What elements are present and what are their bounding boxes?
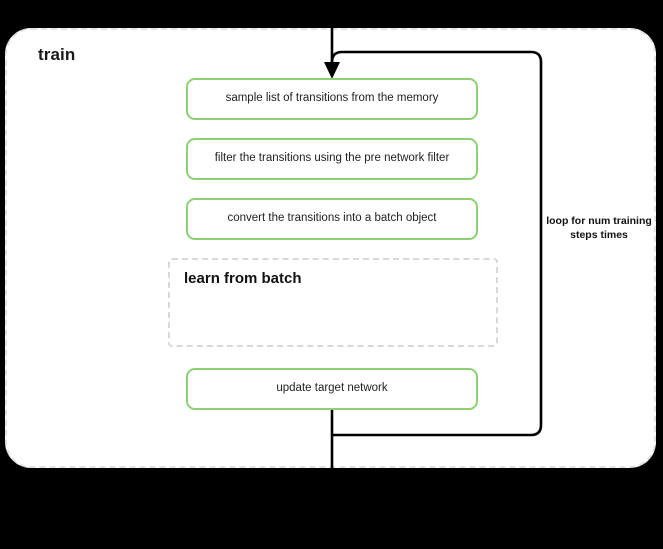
step-box-filter[interactable]: filter the transitions using the pre net… <box>186 138 478 180</box>
subgroup-learn-from-batch[interactable]: learn from batch <box>168 258 498 347</box>
subgroup-title-learn-from-batch: learn from batch <box>184 270 302 287</box>
step-label-update-target-network: update target network <box>276 382 388 395</box>
step-label-sample: sample list of transitions from the memo… <box>225 92 439 105</box>
step-label-convert: convert the transitions into a batch obj… <box>227 212 437 225</box>
step-box-update-target-network[interactable]: update target network <box>186 368 478 410</box>
step-label-filter: filter the transitions using the pre net… <box>214 152 450 165</box>
group-title-train: train <box>38 45 76 64</box>
step-box-convert[interactable]: convert the transitions into a batch obj… <box>186 198 478 240</box>
step-box-sample[interactable]: sample list of transitions from the memo… <box>186 78 478 120</box>
loop-annotation-label: loop for num training steps times <box>546 215 652 242</box>
